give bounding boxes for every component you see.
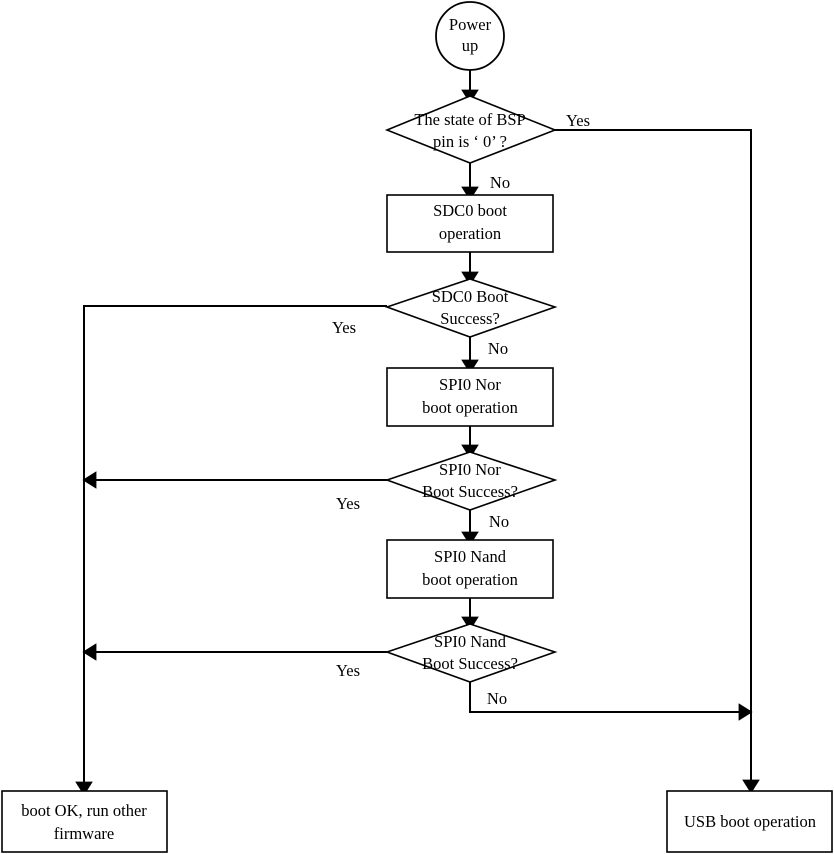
node-boot-ok: boot OK, run other firmware bbox=[1, 790, 168, 853]
node-sdc0-success-decision: SDC0 Boot Success? bbox=[384, 278, 558, 338]
node-sdc0-boot-line2: operation bbox=[439, 224, 501, 243]
node-sdc0-boot-operation: SDC0 boot operation bbox=[386, 194, 554, 253]
node-spi0-nand-success-decision: SPI0 Nand Boot Success? bbox=[384, 623, 558, 683]
node-sdc0-boot-line1: SDC0 boot bbox=[433, 201, 507, 220]
edge-label-spi0-nand-yes: Yes bbox=[336, 661, 360, 680]
node-spi0-nor-success-decision: SPI0 Nor Boot Success? bbox=[384, 451, 558, 511]
node-bsp-pin-decision: The state of BSP pin is ‘ 0’ ? bbox=[384, 95, 558, 164]
node-boot-ok-line1: boot OK, run other bbox=[21, 801, 147, 820]
node-spi0-nand-boot-line2: boot operation bbox=[422, 570, 518, 589]
node-boot-ok-line2: firmware bbox=[54, 824, 114, 843]
node-power-up-line1: Power bbox=[449, 15, 492, 34]
edge-label-bsp-no: No bbox=[490, 173, 510, 192]
node-spi0-nor-success-line1: SPI0 Nor bbox=[439, 460, 501, 479]
node-spi0-nor-boot-operation: SPI0 Nor boot operation bbox=[386, 367, 554, 427]
node-spi0-nor-boot-line2: boot operation bbox=[422, 398, 518, 417]
node-spi0-nor-success-line2: Boot Success? bbox=[422, 482, 518, 501]
edge-label-spi0-nand-no: No bbox=[487, 689, 507, 708]
edge-label-sdc0-yes: Yes bbox=[332, 318, 356, 337]
node-spi0-nand-boot-operation: SPI0 Nand boot operation bbox=[386, 539, 554, 599]
edge-sdc0-yes-to-bootok bbox=[75, 305, 387, 796]
node-spi0-nand-success-line1: SPI0 Nand bbox=[434, 632, 507, 651]
node-bsp-pin-line1: The state of BSP bbox=[414, 110, 525, 129]
edge-spinand-no-to-usb bbox=[469, 682, 753, 721]
node-sdc0-success-line2: Success? bbox=[440, 309, 500, 328]
edge-label-spi0-nor-no: No bbox=[489, 512, 509, 531]
node-spi0-nor-boot-line1: SPI0 Nor bbox=[439, 375, 501, 394]
edge-label-bsp-yes: Yes bbox=[566, 111, 590, 130]
node-power-up-line2: up bbox=[462, 36, 479, 55]
edge-bsp-yes-to-usb bbox=[555, 129, 760, 794]
edge-label-sdc0-no: No bbox=[488, 339, 508, 358]
node-bsp-pin-line2: pin is ‘ 0’ ? bbox=[433, 132, 507, 151]
edge-label-spi0-nor-yes: Yes bbox=[336, 494, 360, 513]
node-sdc0-success-line1: SDC0 Boot bbox=[432, 287, 509, 306]
node-spi0-nand-boot-line1: SPI0 Nand bbox=[434, 547, 507, 566]
node-usb-boot-operation: USB boot operation bbox=[666, 790, 833, 853]
node-power-up: Power up bbox=[435, 1, 505, 71]
node-spi0-nand-success-line2: Boot Success? bbox=[422, 654, 518, 673]
node-usb-boot-line1: USB boot operation bbox=[684, 812, 816, 831]
